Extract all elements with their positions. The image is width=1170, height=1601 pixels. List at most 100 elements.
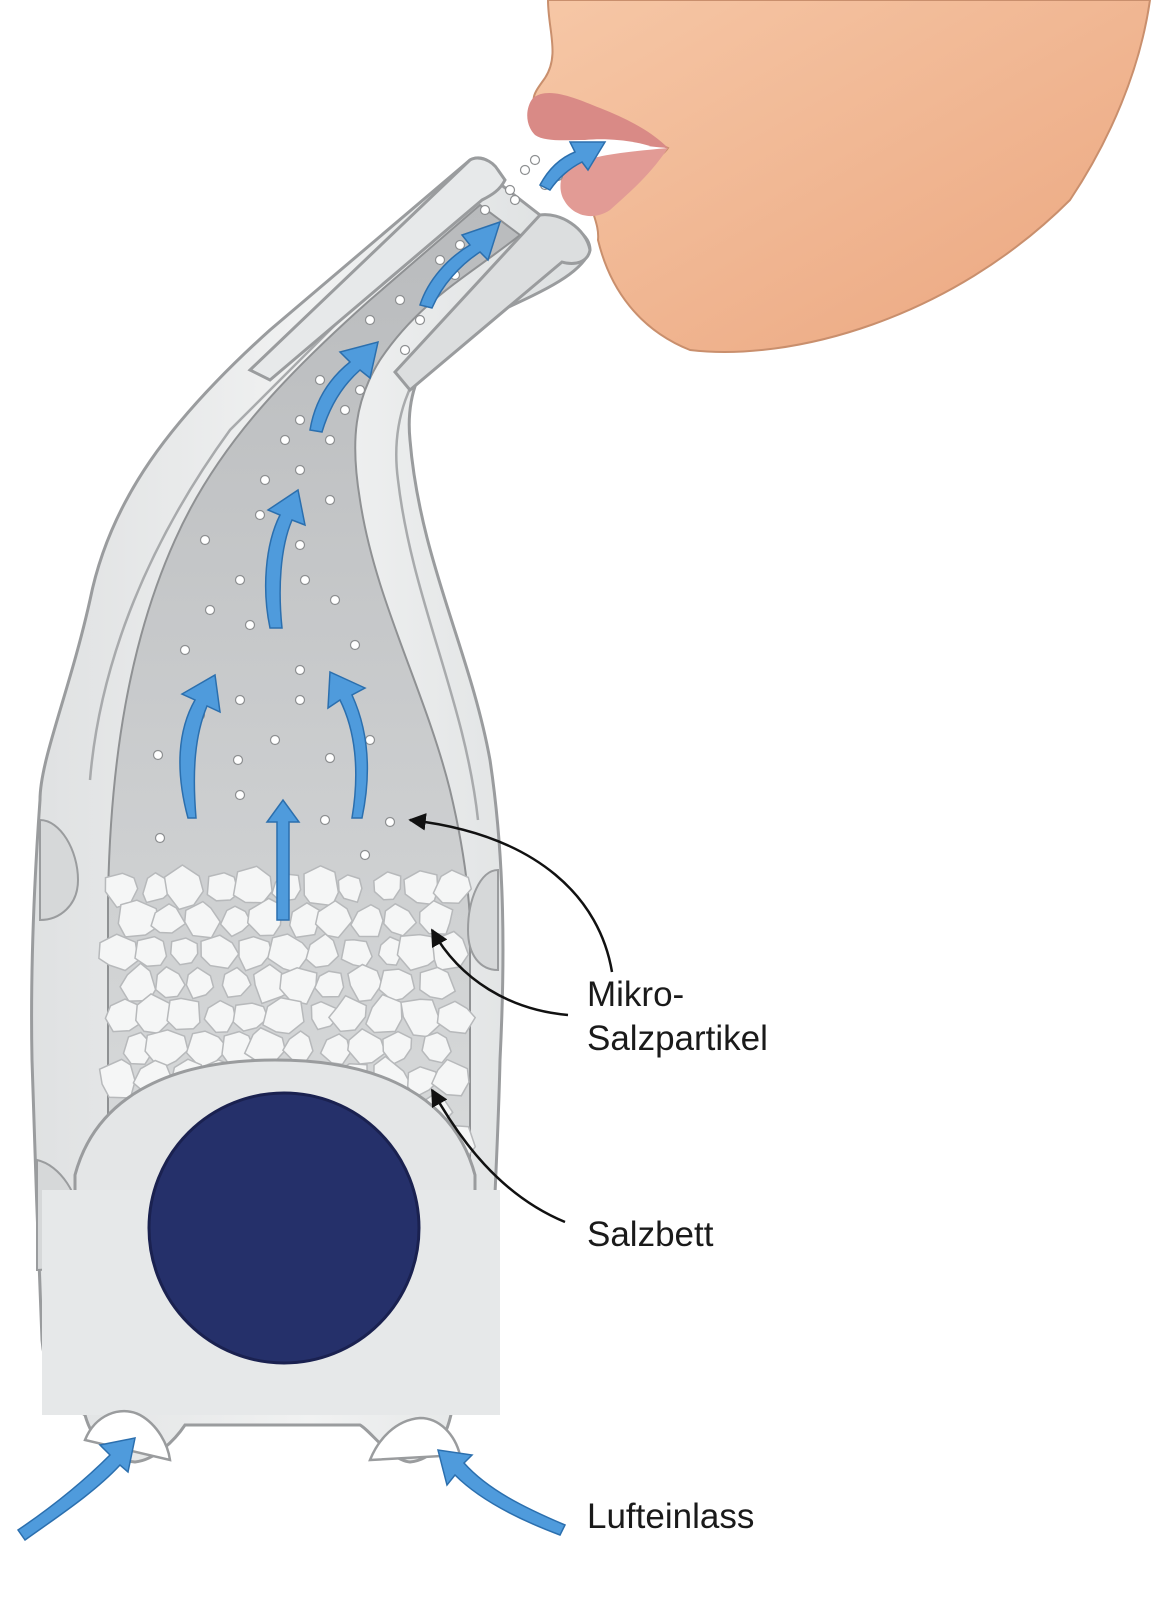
salt-crystal (150, 903, 187, 934)
salt-crystal (279, 967, 318, 1005)
micro-particle (399, 344, 411, 356)
micro-particle (509, 194, 521, 206)
micro-particle (319, 814, 331, 826)
micro-particle (529, 154, 541, 166)
micro-particle (324, 494, 336, 506)
micro-particle (479, 204, 491, 216)
micro-particle (324, 752, 336, 764)
micro-particle (314, 374, 326, 386)
micro-particle (384, 816, 396, 828)
salt-crystal (421, 1031, 452, 1064)
micro-particle (359, 849, 371, 861)
salt-crystal (396, 933, 439, 972)
salt-crystal (365, 993, 403, 1034)
inhaler-device (30, 156, 592, 1464)
salt-crystal (238, 935, 273, 972)
salt-crystal (419, 966, 457, 1000)
micro-particle (154, 832, 166, 844)
salt-crystal (432, 869, 473, 904)
micro-particle (179, 644, 191, 656)
micro-particle (152, 749, 164, 761)
micro-particle (294, 539, 306, 551)
salt-crystal (183, 900, 222, 939)
micro-particle (294, 694, 306, 706)
salt-crystal (219, 905, 253, 938)
salt-crystal (206, 872, 240, 902)
micro-particle (294, 464, 306, 476)
micro-particle (294, 664, 306, 676)
micro-particle (244, 619, 256, 631)
device-inner-wall-line (88, 189, 471, 781)
label-salt-bed: Salzbett (587, 1215, 714, 1254)
airflow-arrow-icon (436, 1449, 567, 1536)
leader-micro-particles-upper (408, 813, 614, 973)
leader-salt-bed (430, 1088, 566, 1224)
airflow-arrow-icon (538, 141, 607, 191)
micro-particle (254, 509, 266, 521)
micro-particle (329, 594, 341, 606)
micro-particle (234, 789, 246, 801)
salt-crystal (303, 864, 340, 907)
salt-crystal (406, 1065, 440, 1098)
salt-crystal (232, 1002, 269, 1032)
salt-crystal (347, 1027, 387, 1065)
salt-crystal (436, 1000, 477, 1035)
upper-lip (527, 92, 668, 148)
micro-particle (204, 604, 216, 616)
salt-crystal (117, 899, 161, 938)
micro-particle (519, 164, 531, 176)
salt-crystal (166, 997, 201, 1031)
micro-particle (299, 574, 311, 586)
base-foot-left (83, 1409, 172, 1462)
salt-crystal (104, 998, 144, 1033)
airflow-arrow-icon (419, 220, 502, 309)
salt-crystal (144, 1029, 189, 1070)
micro-particle (394, 294, 406, 306)
micro-particle (234, 574, 246, 586)
micro-particle (364, 734, 376, 746)
airflow-arrow-icon (265, 798, 301, 921)
salt-crystal (350, 903, 384, 938)
side-notch (466, 868, 499, 972)
micro-salt-particles (152, 154, 564, 861)
salt-crystal (382, 1030, 413, 1066)
salt-crystal (163, 864, 205, 911)
side-notch (39, 818, 80, 922)
salt-crystal (185, 966, 215, 1000)
airflow-arrow-icon (327, 670, 369, 819)
label-air-inlet: Lufteinlass (587, 1497, 754, 1536)
micro-particle (434, 254, 446, 266)
salt-crystal (373, 871, 402, 901)
airflow-arrows (16, 141, 607, 1542)
face-profile (527, 0, 1152, 353)
salt-crystal (327, 994, 368, 1033)
callout-leaders (408, 813, 614, 1224)
salt-crystal (262, 997, 305, 1035)
salt-crystal (337, 874, 363, 904)
micro-particle (279, 434, 291, 446)
salt-crystal (347, 963, 383, 1003)
salt-crystal (383, 902, 418, 937)
salt-crystal (200, 934, 240, 970)
micro-particle (504, 184, 516, 196)
salt-crystal (314, 899, 354, 939)
micro-particle (234, 694, 246, 706)
leader-micro-particles-lower (430, 928, 569, 1017)
mouthpiece-left-wall (247, 156, 507, 382)
micro-particle (349, 639, 361, 651)
salt-crystal (310, 1000, 339, 1031)
micro-particle (414, 314, 426, 326)
salt-crystal (98, 933, 140, 972)
salt-crystal (134, 935, 168, 968)
micro-particle (454, 239, 466, 251)
air-hole (147, 1091, 421, 1365)
salt-crystal (430, 1058, 470, 1097)
airflow-arrow-icon (16, 1437, 136, 1542)
micro-particle (269, 734, 281, 746)
mouthpiece-right-wall (393, 213, 592, 393)
salt-crystal (169, 937, 199, 966)
label-micro-particles-line2: Salzpartikel (587, 1019, 768, 1058)
salt-crystal (203, 999, 237, 1034)
salt-crystal (288, 902, 321, 939)
